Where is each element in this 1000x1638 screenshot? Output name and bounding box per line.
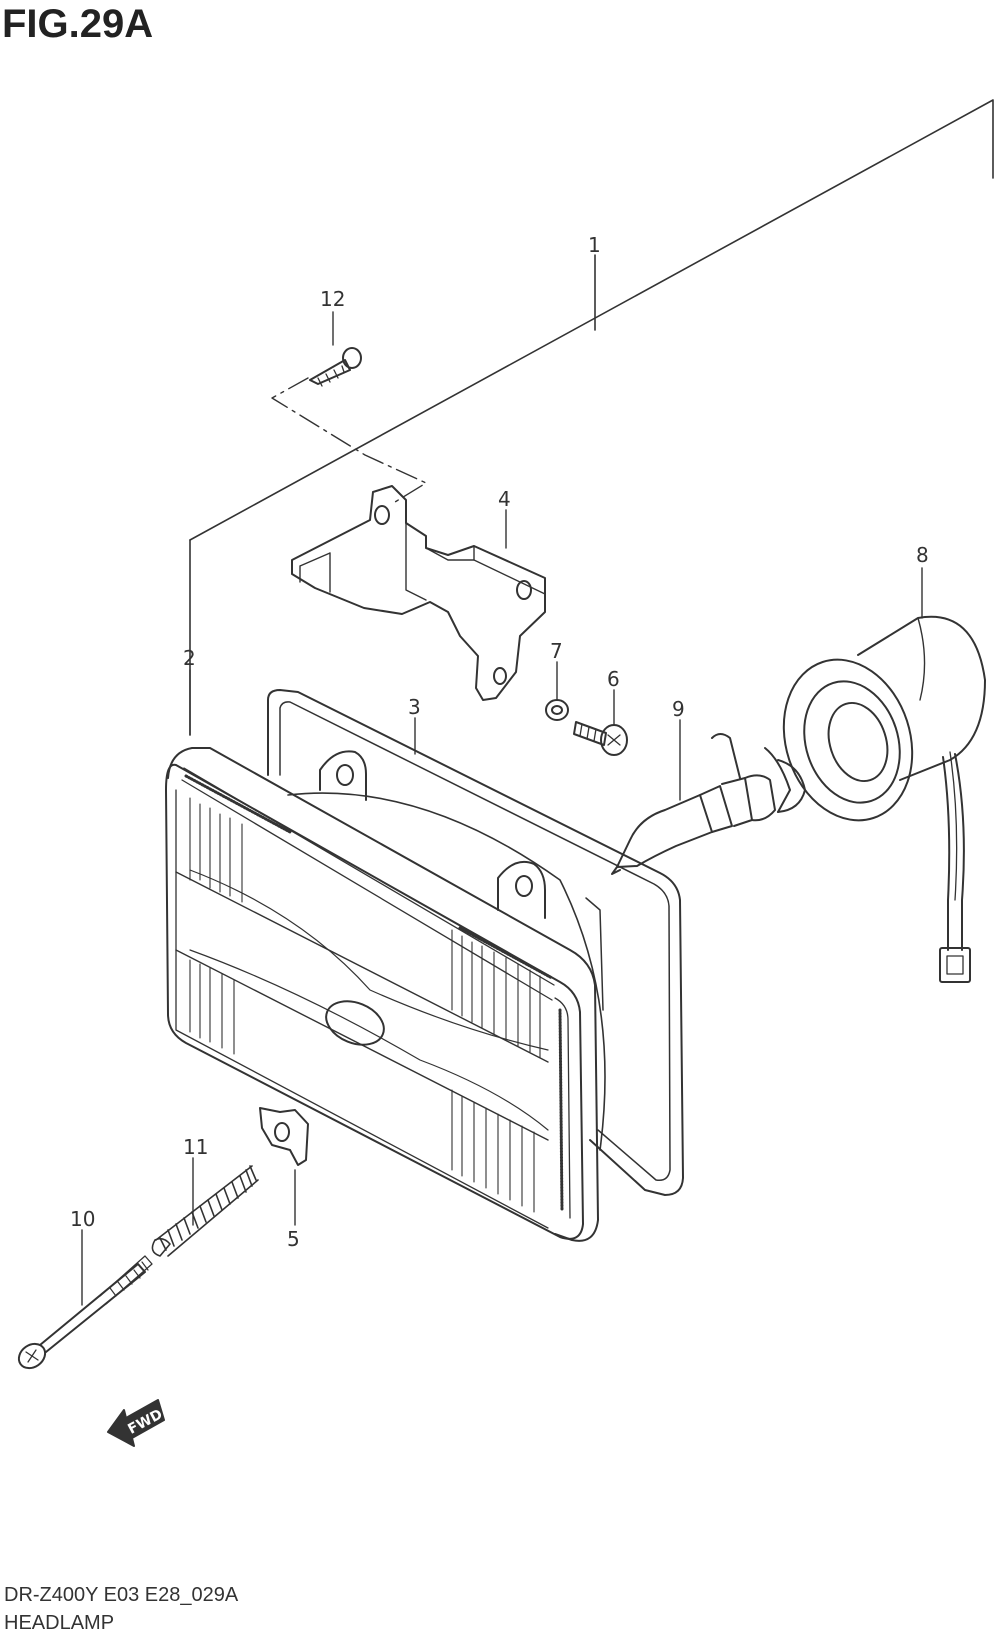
install-line-12 [271, 377, 427, 503]
part-6-screw [573, 721, 628, 756]
assembly-bracket-lines [189, 99, 994, 736]
callout-9: 9 [672, 697, 685, 721]
fwd-arrow-icon: FWD [107, 1399, 165, 1447]
callout-8: 8 [916, 543, 929, 567]
callout-12: 12 [320, 287, 345, 311]
callout-4: 4 [498, 487, 511, 511]
part-3-gasket [267, 689, 684, 1196]
diagram-code: DR-Z400Y E03 E28_029A [4, 1584, 239, 1606]
part-7-washer [545, 699, 569, 721]
part-10-long-screw [17, 1255, 153, 1370]
part-12-screw [309, 347, 362, 387]
callout-3: 3 [408, 695, 421, 719]
diagram-name: HEADLAMP [4, 1612, 115, 1634]
part-9-bulb [611, 733, 806, 875]
callout-11: 11 [183, 1135, 208, 1159]
callout-6: 6 [607, 667, 620, 691]
callout-7: 7 [550, 639, 563, 663]
callout-labels: 1 2 3 4 5 6 7 8 9 10 11 12 [70, 233, 929, 1251]
part-4-bracket [291, 485, 546, 701]
part-8-socket [782, 615, 986, 983]
leader-lines [81, 311, 923, 1306]
part-5-nut [259, 1107, 309, 1166]
callout-1: 1 [588, 233, 601, 257]
callout-10: 10 [70, 1207, 95, 1231]
figure-title: FIG.29A [2, 2, 154, 46]
callout-2: 2 [183, 646, 196, 670]
callout-5: 5 [287, 1227, 300, 1251]
part-2-headlamp-unit [165, 747, 606, 1242]
part-11-spring [151, 1165, 259, 1257]
